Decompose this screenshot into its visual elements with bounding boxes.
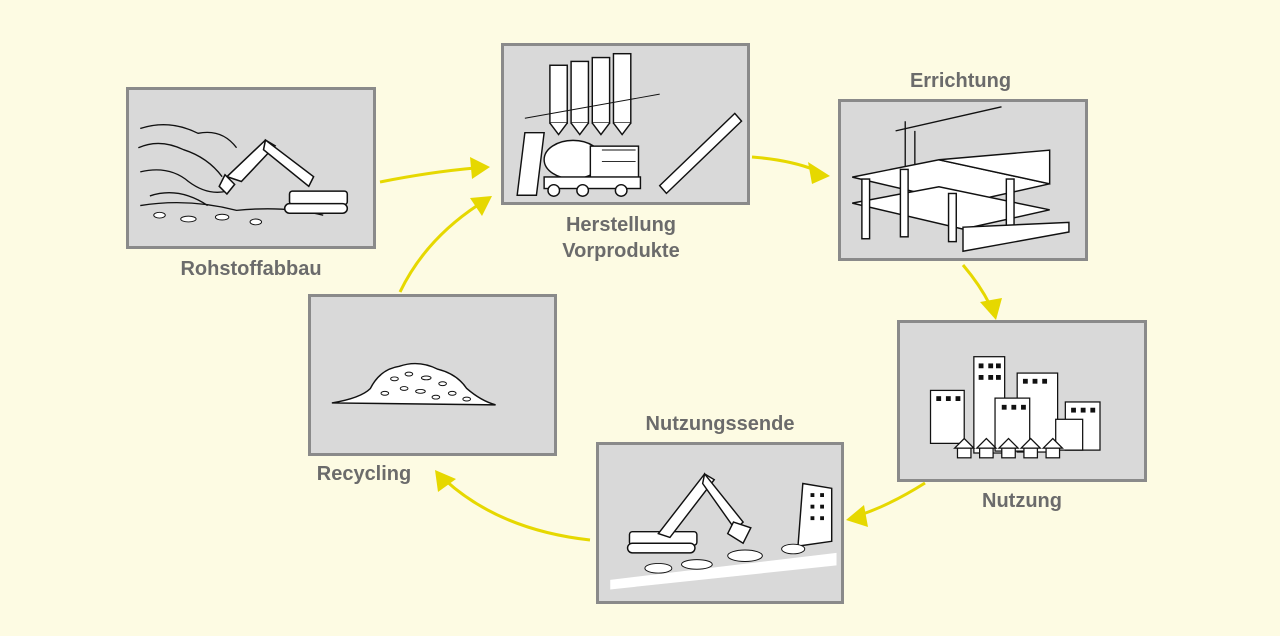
label-nutzung: Nutzung bbox=[897, 488, 1147, 514]
construction-site-icon bbox=[852, 106, 1070, 253]
panel-errichtung bbox=[838, 99, 1088, 261]
stage-label-line2: Vorprodukte bbox=[562, 240, 680, 262]
label-errichtung: Errichtung bbox=[838, 68, 1083, 94]
excavator-quarry-icon bbox=[138, 124, 349, 226]
rubble-pile-icon bbox=[331, 362, 496, 406]
arrowhead-1 bbox=[470, 157, 490, 179]
panel-nutzung bbox=[897, 320, 1147, 482]
stage-label-line1: Herstellung bbox=[565, 214, 677, 236]
stage-label: Rohstoffabbau bbox=[180, 258, 322, 280]
arrow-nutzungsende-to-recycling bbox=[443, 478, 591, 542]
stage-label: Nutzungssende bbox=[645, 413, 795, 435]
panel-nutzungsende bbox=[596, 442, 844, 604]
panel-rohstoffabbau bbox=[126, 87, 376, 249]
arrow-herstellung-to-errichtung bbox=[751, 155, 816, 172]
arrowhead-3 bbox=[980, 298, 1002, 320]
stage-label: Recycling bbox=[316, 463, 412, 485]
label-herstellung: Herstellung Vorprodukte bbox=[501, 212, 741, 264]
stage-label: Errichtung bbox=[909, 70, 1012, 92]
label-nutzungsende: Nutzungssende bbox=[596, 411, 844, 437]
arrow-errichtung-to-nutzung bbox=[961, 264, 992, 306]
panel-herstellung bbox=[501, 43, 750, 205]
arrowhead-5 bbox=[435, 470, 456, 492]
arrowhead-4 bbox=[846, 505, 868, 527]
arrowhead-2 bbox=[808, 162, 830, 184]
arrow-rohstoff-to-herstellung bbox=[379, 166, 476, 184]
concrete-plant-icon bbox=[516, 52, 743, 197]
demolition-icon bbox=[610, 472, 837, 590]
label-recycling: Recycling bbox=[300, 461, 428, 487]
panel-recycling bbox=[308, 294, 557, 456]
arrow-nutzung-to-nutzungsende bbox=[859, 481, 926, 517]
city-buildings-icon bbox=[929, 356, 1101, 459]
arrowhead-6 bbox=[470, 196, 492, 216]
stage-label: Nutzung bbox=[982, 490, 1062, 512]
arrow-recycling-to-herstellung bbox=[398, 203, 479, 293]
label-rohstoffabbau: Rohstoffabbau bbox=[126, 256, 376, 282]
